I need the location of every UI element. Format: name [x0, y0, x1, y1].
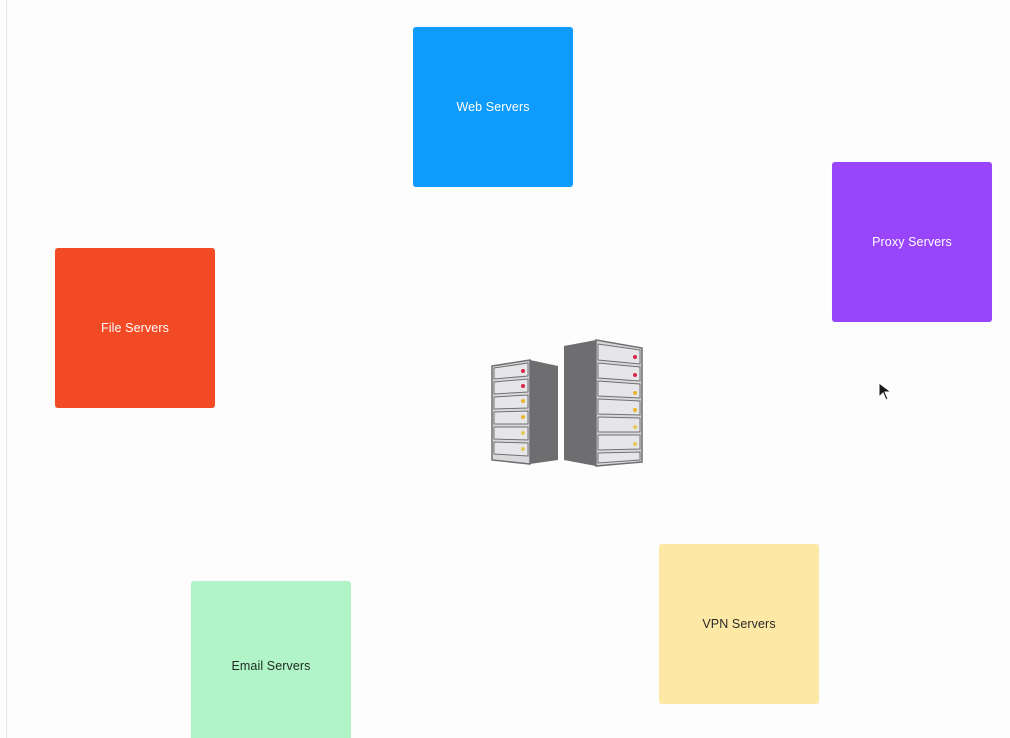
sticky-note-label: Proxy Servers — [872, 235, 952, 249]
sticky-note-label: Web Servers — [456, 100, 530, 114]
canvas-edge-divider — [6, 0, 7, 738]
sticky-note-vpn-servers[interactable]: VPN Servers — [659, 544, 819, 704]
server-rack-icon[interactable] — [490, 338, 644, 468]
sticky-note-label: Email Servers — [231, 659, 311, 673]
sticky-note-proxy-servers[interactable]: Proxy Servers — [832, 162, 992, 322]
server-tower-left — [491, 359, 558, 465]
sticky-note-web-servers[interactable]: Web Servers — [413, 27, 573, 187]
server-tower-right — [564, 339, 643, 467]
sticky-note-file-servers[interactable]: File Servers — [55, 248, 215, 408]
sticky-note-email-servers[interactable]: Email Servers — [191, 581, 351, 738]
mouse-cursor-icon — [878, 382, 893, 401]
sticky-note-label: VPN Servers — [702, 617, 776, 631]
sticky-note-label: File Servers — [101, 321, 169, 335]
